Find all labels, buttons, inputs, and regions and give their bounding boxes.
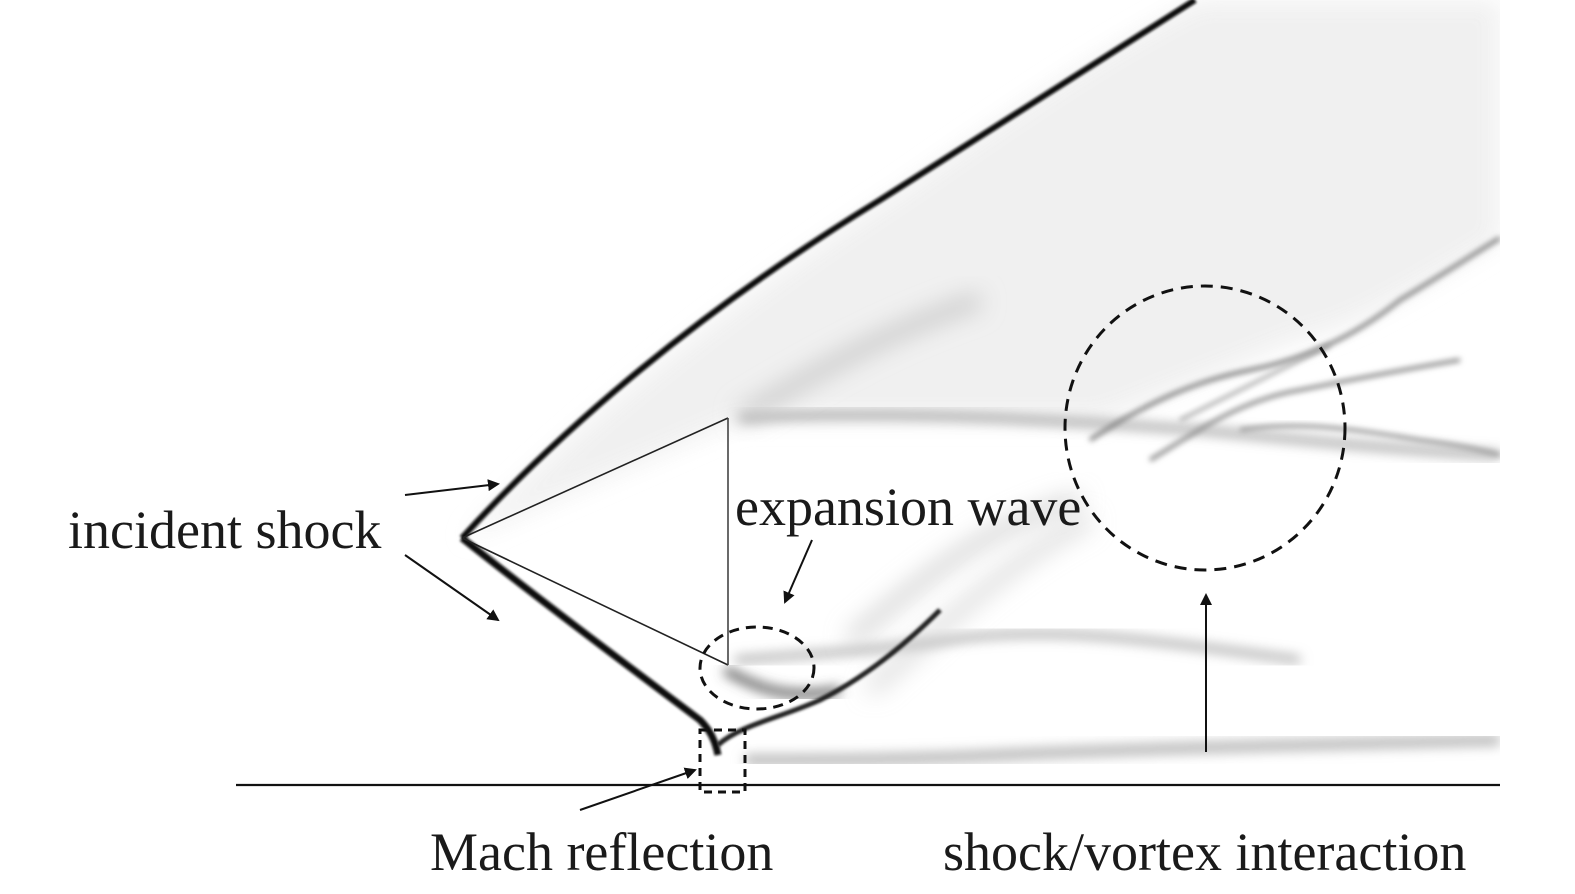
mach-reflection-arrow xyxy=(579,767,697,811)
vortex-interaction-circle xyxy=(1063,284,1347,572)
flow-field xyxy=(459,0,1500,785)
incident-shock-arrow-lower xyxy=(404,554,500,622)
shock-vortex-interaction-label: shock/vortex interaction xyxy=(943,822,1467,882)
expansion-wave-circle xyxy=(698,625,816,711)
expansion-wave-arrow xyxy=(783,539,813,604)
expansion-wave-label: expansion wave xyxy=(735,477,1082,537)
incident-shock-arrow-upper xyxy=(404,479,500,496)
mach-reflection-box xyxy=(698,728,747,794)
incident-shock-label: incident shock xyxy=(68,500,382,560)
construction-lines xyxy=(461,417,729,666)
mach-reflection-label: Mach reflection xyxy=(430,822,774,882)
